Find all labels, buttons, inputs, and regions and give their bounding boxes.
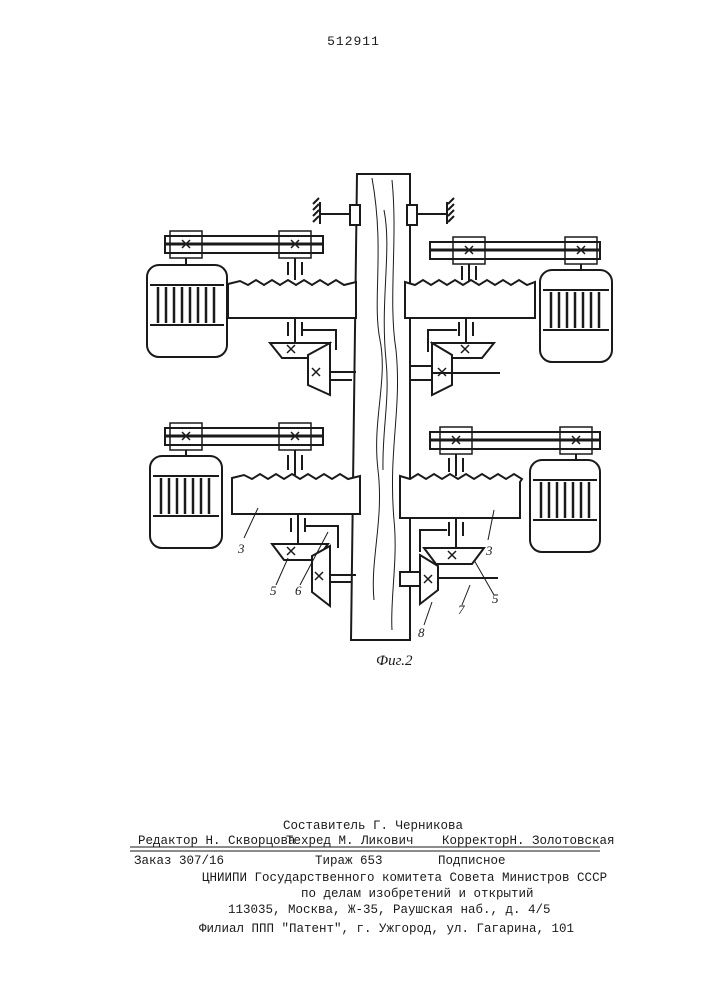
upper-right-motor xyxy=(540,270,612,362)
lower-right-motor xyxy=(530,460,600,552)
imprint-techred: Техред М. Ликович xyxy=(286,834,414,848)
label-3-left: 3 xyxy=(237,541,245,556)
label-6: 6 xyxy=(295,583,302,598)
label-5-right: 5 xyxy=(492,591,499,606)
label-5-left: 5 xyxy=(270,583,277,598)
upper-left-motor xyxy=(147,265,227,357)
imprint-org-line1: ЦНИИПИ Государственного комитета Совета … xyxy=(202,871,607,885)
label-8: 8 xyxy=(418,625,425,640)
imprint-order: Заказ 307/16 xyxy=(134,854,224,868)
log-trunk xyxy=(351,174,410,640)
imprint-org-line2: по делам изобретений и открытий xyxy=(301,887,534,901)
imprint-editor: Редактор Н. Скворцова xyxy=(138,834,296,848)
label-3-right: 3 xyxy=(485,543,493,558)
imprint-subscription: Подписное xyxy=(438,854,506,868)
imprint-branch: Филиал ППП "Патент", г. Ужгород, ул. Гаг… xyxy=(199,922,574,936)
upper-left-saw-blade xyxy=(228,280,356,318)
lower-left-motor xyxy=(150,456,222,548)
imprint-corrector: КорректорН. Золотовская xyxy=(442,834,615,848)
upper-right-saw-blade xyxy=(405,280,535,318)
lower-left-bevel-gear xyxy=(272,514,356,606)
lower-right-saw-blade xyxy=(400,474,522,518)
imprint-print-run: Тираж 653 xyxy=(315,854,383,868)
label-7: 7 xyxy=(458,602,465,617)
imprint-address: 113035, Москва, Ж-35, Раушская наб., д. … xyxy=(228,903,551,917)
upper-left-bevel-gear xyxy=(270,318,356,395)
figure-caption: Фиг.2 xyxy=(376,653,413,669)
lower-right-bevel-gear xyxy=(400,518,498,604)
imprint-compiler: Составитель Г. Черникова xyxy=(283,819,463,833)
lower-left-saw-blade xyxy=(232,474,360,514)
upper-right-bevel-gear xyxy=(410,318,500,395)
